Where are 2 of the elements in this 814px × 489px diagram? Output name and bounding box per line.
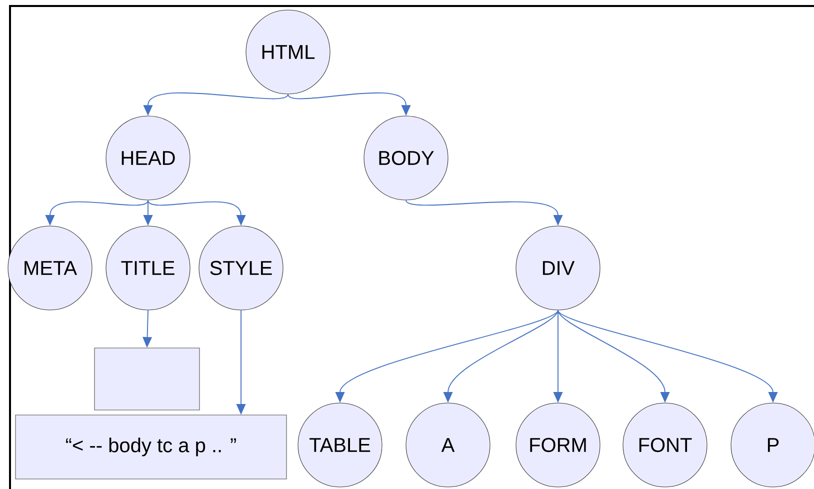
text-box: “< -- body tc a p .. ” — [15, 414, 287, 480]
text-box — [94, 348, 200, 410]
